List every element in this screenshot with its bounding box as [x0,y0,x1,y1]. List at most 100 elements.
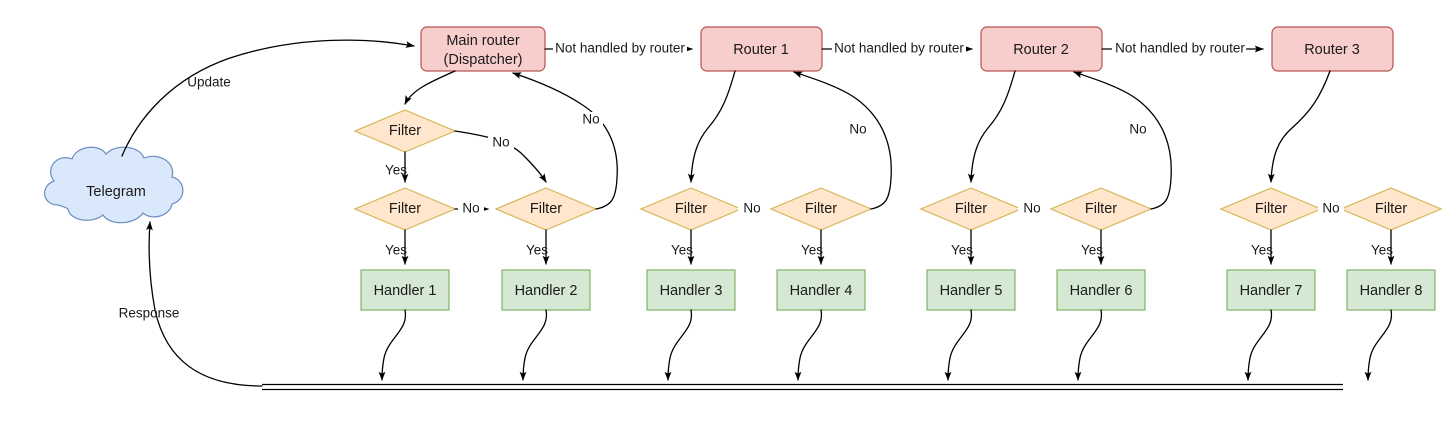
filter-label-4: Filter [805,201,837,217]
handler-node-handler-5[interactable]: Handler 5 [926,269,1016,311]
filter-node-filter-5[interactable]: Filter [919,187,1023,231]
router-node-router-3[interactable]: Router 3 [1271,26,1394,72]
edge-label-no-between-1: No [462,201,479,216]
router-label-1: Router 1 [733,42,789,58]
edge-label-no-return-1: No [582,112,599,127]
edge-router1-to-filter3 [687,70,736,183]
handler-box-6 [1056,269,1146,311]
handler-label-4: Handler 4 [790,283,853,299]
filter-label-3: Filter [675,201,707,217]
edge-label-update: Update [187,75,231,90]
filter-node-filter-4[interactable]: Filter [769,187,873,231]
edge-label-yes-2: Yes [526,243,548,258]
handler-box-7 [1226,269,1316,311]
edge-label-yes-4: Yes [801,243,823,258]
edge-filtertop-no [454,130,547,183]
handler-label-8: Handler 8 [1360,283,1423,299]
edge-router3-to-filter7 [1267,70,1331,183]
router-label-3: Router 3 [1304,42,1360,58]
telegram-label: Telegram [86,184,146,200]
handler-box-2 [501,269,591,311]
handler-box-4 [776,269,866,311]
label-bg-no-between-4 [1318,201,1344,217]
edge-update [121,39,415,157]
filter-label-5: Filter [955,201,987,217]
handler-label-2: Handler 2 [515,283,578,299]
edge-main-to-filter-top [404,70,456,105]
handler-label-3: Handler 3 [660,283,723,299]
router-label-main-line1: Main router [446,33,520,49]
handler-label-6: Handler 6 [1070,283,1133,299]
edge-label-chain-3: Not handled by router [1115,41,1245,56]
edge-label-yes-1: Yes [385,243,407,258]
edge-label-no-top-1: No [492,135,509,150]
edge-label-yes-8: Yes [1371,243,1393,258]
filter-node-filter-7[interactable]: Filter [1219,187,1323,231]
edge-handler5-to-bus [944,309,973,381]
filter-label-2: Filter [530,201,562,217]
router-node-main-router[interactable]: Main router (Dispatcher) [420,26,546,72]
filter-label-1: Filter [389,201,421,217]
router-label-2: Router 2 [1013,42,1069,58]
edge-router2-to-filter5 [967,70,1016,183]
edge-response [146,221,263,387]
edge-handler4-to-bus [794,309,823,381]
edge-filter4-no-to-router1 [793,71,892,210]
edge-handler2-to-bus [519,309,548,381]
handler-node-handler-7[interactable]: Handler 7 [1226,269,1316,311]
filter-label-top-1: Filter [389,123,421,139]
edge-label-no-return-2: No [849,122,866,137]
label-bg-chain-2 [832,40,966,58]
label-bg-no-between-1 [458,201,484,217]
label-bg-no-between-2 [738,201,764,217]
filter-label-8: Filter [1375,201,1407,217]
edge-label-yes-5: Yes [951,243,973,258]
filter-label-6: Filter [1085,201,1117,217]
filter-node-filter-8[interactable]: Filter [1339,187,1443,231]
filter-label-7: Filter [1255,201,1287,217]
handler-box-3 [646,269,736,311]
telegram-cloud-node[interactable]: Telegram [44,146,184,224]
handler-node-handler-4[interactable]: Handler 4 [776,269,866,311]
handler-label-7: Handler 7 [1240,283,1303,299]
filter-node-filter-3[interactable]: Filter [639,187,743,231]
edge-filter2-no-to-main [512,72,618,210]
label-bg-chain-1 [553,40,687,58]
router-node-router-2[interactable]: Router 2 [980,26,1103,72]
edge-handler1-to-bus [378,309,407,381]
handler-node-handler-8[interactable]: Handler 8 [1346,269,1436,311]
filter-node-filter-2[interactable]: Filter [494,187,598,231]
handler-label-1: Handler 1 [374,283,437,299]
label-bg-no-return-2 [845,122,871,138]
filter-node-filter-1[interactable]: Filter [353,187,457,231]
handler-node-handler-1[interactable]: Handler 1 [360,269,450,311]
edge-label-yes-top-1: Yes [385,163,407,178]
edge-label-no-between-3: No [1023,201,1040,216]
handler-node-handler-2[interactable]: Handler 2 [501,269,591,311]
edge-label-response: Response [119,306,180,321]
edge-label-no-between-4: No [1322,201,1339,216]
edge-label-chain-1: Not handled by router [555,41,685,56]
handler-label-5: Handler 5 [940,283,1003,299]
filter-node-filter-6[interactable]: Filter [1049,187,1153,231]
router-node-router-1[interactable]: Router 1 [700,26,823,72]
edge-label-no-return-3: No [1129,122,1146,137]
handler-box-5 [926,269,1016,311]
router-label-main-line2: (Dispatcher) [444,52,523,68]
label-bg-no-between-3 [1018,201,1044,217]
edge-handler7-to-bus [1244,309,1273,381]
label-bg-chain-3 [1112,40,1246,58]
handler-node-handler-6[interactable]: Handler 6 [1056,269,1146,311]
cloud-icon [44,146,184,224]
handler-node-handler-3[interactable]: Handler 3 [646,269,736,311]
edge-handler3-to-bus [664,309,693,381]
edge-handler6-to-bus [1074,309,1103,381]
label-bg-no-top [488,135,514,151]
label-bg-no-return-3 [1125,122,1151,138]
filter-node-filter-top-1[interactable]: Filter [353,109,457,153]
router-box-3 [1271,26,1394,72]
edge-label-chain-2: Not handled by router [834,41,964,56]
edge-handler8-to-bus [1364,309,1393,381]
